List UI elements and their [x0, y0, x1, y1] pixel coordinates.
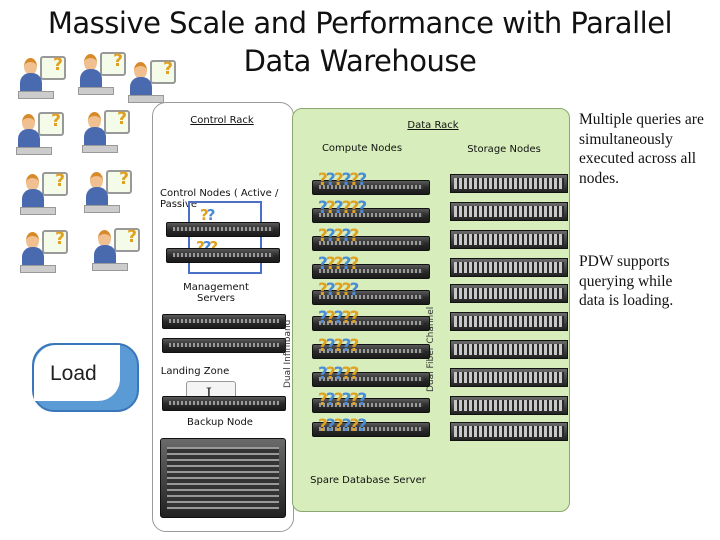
control-node-query: ???	[196, 238, 218, 256]
storage-node	[450, 422, 568, 441]
control-server	[166, 248, 280, 263]
storage-node	[450, 284, 568, 303]
landing-zone-server	[162, 396, 286, 411]
user-icon: ?	[92, 224, 142, 274]
storage-node	[450, 340, 568, 359]
control-server	[166, 222, 280, 237]
user-icon: ?	[84, 166, 134, 216]
title-line-1: Massive Scale and Performance with Paral…	[47, 6, 673, 40]
user-icon: ?	[128, 56, 178, 106]
management-servers-label: Management Servers	[183, 282, 249, 304]
compute-node	[312, 208, 430, 223]
user-icon: ?	[20, 226, 70, 276]
storage-node	[450, 202, 568, 221]
query-row: ??????	[318, 416, 367, 436]
compute-node	[312, 180, 430, 195]
storage-node	[450, 258, 568, 277]
compute-node	[312, 372, 430, 387]
compute-node	[312, 264, 430, 279]
compute-node	[312, 236, 430, 251]
storage-node	[450, 312, 568, 331]
backup-node-label: Backup Node	[187, 417, 253, 428]
infiniband-label: Dual Infiniband	[283, 319, 293, 388]
query-row: ?????	[318, 308, 359, 328]
compute-node	[312, 290, 430, 305]
user-icon: ?	[78, 48, 128, 98]
backup-server	[160, 438, 286, 518]
query-row: ?????	[318, 226, 359, 246]
user-icon: ?	[16, 108, 66, 158]
control-nodes-label: Control Nodes ( Active / Passive	[160, 188, 279, 210]
control-rack-label: Control Rack	[190, 115, 254, 126]
compute-node	[312, 422, 430, 437]
data-rack-label: Data Rack	[407, 120, 459, 131]
side-note-bottom: PDW supports querying while data is load…	[579, 253, 674, 309]
user-icon: ?	[18, 52, 68, 102]
title-line-2: Data Warehouse	[243, 44, 477, 78]
storage-node	[450, 174, 568, 193]
query-row: ?????	[318, 254, 359, 274]
compute-node	[312, 316, 430, 331]
user-icon: ?	[82, 106, 132, 156]
spare-server-label: Spare Database Server	[310, 475, 426, 486]
storage-node	[450, 230, 568, 249]
storage-nodes-label: Storage Nodes	[467, 144, 541, 155]
side-note-top: Multiple queries are simultaneously exec…	[579, 111, 704, 187]
query-row: ??????	[318, 198, 367, 218]
load-callout	[32, 343, 139, 412]
compute-node	[312, 344, 430, 359]
query-row: ?????	[318, 280, 359, 300]
slide-title: Massive Scale and Performance with Paral…	[40, 4, 680, 80]
landing-zone-label: Landing Zone	[160, 366, 230, 377]
query-row: ??????	[318, 170, 367, 190]
storage-node	[450, 396, 568, 415]
management-server	[162, 338, 286, 353]
query-row: ??????	[318, 390, 367, 410]
compute-node	[312, 398, 430, 413]
query-row: ?????	[318, 336, 359, 356]
control-nodes-highlight	[188, 201, 262, 274]
load-label: Load	[50, 362, 97, 385]
control-node-query: ??	[200, 206, 215, 224]
query-row: ?????	[318, 364, 359, 384]
compute-nodes-label: Compute Nodes	[321, 143, 403, 154]
storage-node	[450, 368, 568, 387]
user-icon: ?	[20, 168, 70, 218]
management-server	[162, 314, 286, 329]
